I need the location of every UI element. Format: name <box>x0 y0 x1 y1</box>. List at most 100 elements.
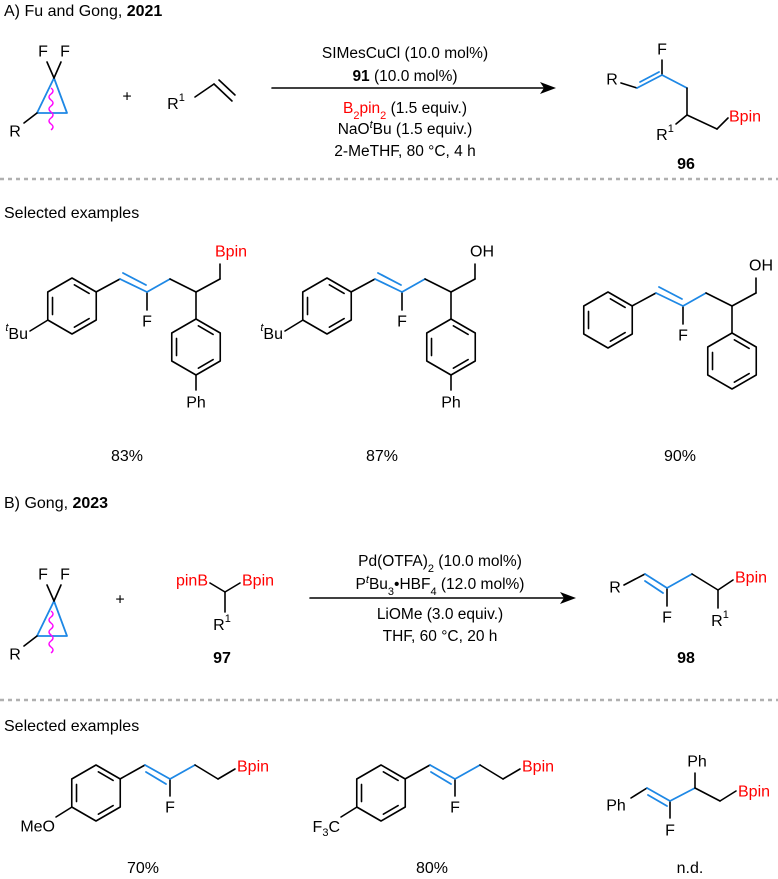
svg-text:Pd(OTFA)2 (10.0 mol%): Pd(OTFA)2 (10.0 mol%) <box>358 553 522 575</box>
difluorocyclopropane-a: F F R <box>9 44 70 141</box>
ring-double-bond <box>328 317 345 328</box>
svg-text:2-MeTHF, 80 °C, 4 h: 2-MeTHF, 80 °C, 4 h <box>334 143 475 160</box>
plus-sign: + <box>115 592 124 609</box>
product-label-96: 96 <box>677 156 695 173</box>
svg-text:B2pin2 (1.5 equiv.): B2pin2 (1.5 equiv.) <box>343 100 467 122</box>
difluorocyclopropane-b: F F R <box>9 567 70 664</box>
product-96: R F R1 Bpin <box>606 42 761 144</box>
conditions-b: Pd(OTFA)2 (10.0 mol%) PtBu3•HBF4 (12.0 m… <box>356 553 525 645</box>
benzene-ring <box>355 764 407 822</box>
svg-text:LiOMe (3.0 equiv.): LiOMe (3.0 equiv.) <box>377 606 503 623</box>
svg-text:F: F <box>657 42 667 59</box>
svg-text:F: F <box>38 44 48 61</box>
svg-text:pinB: pinB <box>176 573 208 590</box>
example-a2: tBu F OH Ph <box>260 244 494 412</box>
benzene-ring <box>582 291 634 349</box>
alkene-reagent: R1 <box>167 79 236 113</box>
example-a3: F OH <box>582 258 773 390</box>
svg-text:F: F <box>678 328 688 345</box>
example-a1: tBu F Bpin Ph <box>5 244 247 412</box>
reaction-arrow-b <box>309 592 576 604</box>
ring-double-bond <box>452 325 469 336</box>
svg-text:MeO: MeO <box>20 819 55 836</box>
ring-double-bond <box>197 325 214 336</box>
svg-text:tBu: tBu <box>5 322 28 343</box>
yield-a1: 83% <box>111 448 143 465</box>
example-b1: MeO F Bpin <box>20 759 269 836</box>
ring-double-bond <box>73 284 90 295</box>
svg-text:F: F <box>662 610 672 627</box>
ring-outline <box>70 764 122 822</box>
svg-text:OH: OH <box>749 258 773 275</box>
svg-text:PtBu3•HBF4 (12.0 mol%): PtBu3•HBF4 (12.0 mol%) <box>356 574 525 598</box>
svg-text:F: F <box>665 823 675 840</box>
ring-double-bond <box>733 372 750 383</box>
benzene-ring <box>70 764 122 822</box>
plus-sign: + <box>122 89 131 106</box>
svg-text:F3C: F3C <box>313 819 340 840</box>
svg-text:R: R <box>606 72 618 89</box>
svg-text:Bpin: Bpin <box>242 573 274 590</box>
ring-outline <box>425 318 477 376</box>
reagent-label-97: 97 <box>213 650 231 667</box>
svg-text:F: F <box>38 567 48 584</box>
svg-text:91 (10.0 mol%): 91 (10.0 mol%) <box>352 68 457 85</box>
svg-text:Ph: Ph <box>441 395 461 412</box>
ring-double-bond <box>382 804 399 815</box>
ring-outline <box>355 764 407 822</box>
ring-outline <box>46 277 98 335</box>
ring-double-bond <box>97 771 114 782</box>
yield-b2: 80% <box>416 860 448 877</box>
conditions-a: SIMesCuCl (10.0 mol%) 91 (10.0 mol%) B2p… <box>322 45 488 160</box>
svg-text:F: F <box>165 800 175 817</box>
ring-double-bond <box>452 358 469 369</box>
svg-text:SIMesCuCl (10.0 mol%): SIMesCuCl (10.0 mol%) <box>322 45 488 62</box>
svg-text:Bpin: Bpin <box>522 759 554 776</box>
svg-text:F: F <box>397 314 407 331</box>
svg-text:tBu: tBu <box>260 322 283 343</box>
ring-double-bond <box>609 331 626 342</box>
svg-text:THF, 60 °C, 20 h: THF, 60 °C, 20 h <box>383 628 498 645</box>
selected-examples-heading-b: Selected examples <box>4 718 139 735</box>
ring-double-bond <box>328 284 345 295</box>
svg-text:F: F <box>450 800 460 817</box>
ring-double-bond <box>73 317 90 328</box>
selected-examples-heading-a: Selected examples <box>4 205 139 222</box>
product-label-98: 98 <box>677 650 695 667</box>
svg-text:R: R <box>9 124 21 141</box>
ring-outline <box>170 318 222 376</box>
svg-text:NaOtBu (1.5 equiv.): NaOtBu (1.5 equiv.) <box>338 119 473 138</box>
svg-text:Bpin: Bpin <box>215 244 247 261</box>
svg-text:Bpin: Bpin <box>237 759 269 776</box>
bond-cleavage-wavy-line <box>48 610 54 654</box>
benzene-ring <box>301 277 353 335</box>
benzene-ring <box>170 318 222 376</box>
svg-text:R1: R1 <box>213 613 231 634</box>
ring-double-bond <box>733 339 750 350</box>
svg-text:Ph: Ph <box>687 754 707 771</box>
product-98: R F Bpin R1 <box>609 570 767 630</box>
svg-text:Bpin: Bpin <box>729 109 761 126</box>
svg-text:OH: OH <box>470 244 494 261</box>
yield-a3: 90% <box>664 448 696 465</box>
svg-text:R1: R1 <box>711 609 729 630</box>
svg-text:Bpin: Bpin <box>735 570 767 587</box>
gem-diboryl-reagent-97: pinB Bpin R1 <box>176 573 274 634</box>
svg-text:R: R <box>9 647 21 664</box>
example-b2: F3C F Bpin <box>313 759 555 840</box>
svg-text:R: R <box>609 580 621 597</box>
yield-b3: n.d. <box>677 860 704 877</box>
svg-text:Ph: Ph <box>606 798 626 815</box>
svg-text:R1: R1 <box>167 92 185 113</box>
example-b3: Ph F Ph Bpin <box>606 754 770 840</box>
ring-outline <box>582 291 634 349</box>
ring-outline <box>706 332 758 390</box>
svg-text:F: F <box>60 44 70 61</box>
svg-text:R1: R1 <box>656 123 674 144</box>
ring-double-bond <box>382 771 399 782</box>
ring-outline <box>301 277 353 335</box>
yield-b1: 70% <box>127 860 159 877</box>
benzene-ring <box>706 332 758 390</box>
bond-cleavage-wavy-line <box>48 87 54 131</box>
